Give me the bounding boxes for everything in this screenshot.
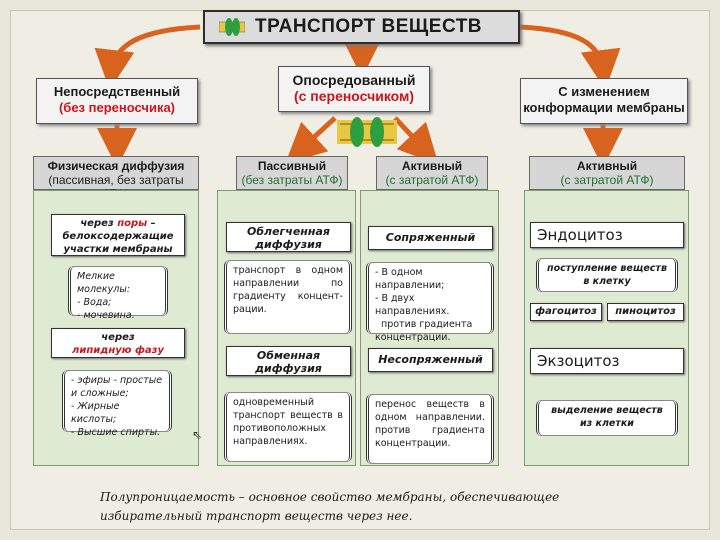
pores-red: поры bbox=[117, 218, 148, 229]
pores-post: – белоксодержащие участки мембраны bbox=[62, 218, 174, 255]
direct-box: Непосредственный (без переносчика) bbox=[36, 78, 198, 124]
lipid-list-item: - Жирные кислоты; bbox=[71, 401, 120, 425]
arrow-to-passive bbox=[285, 116, 337, 164]
active-right-header: Активный (с затратой АТФ) bbox=[529, 156, 685, 190]
lipid-red: липидную фазу bbox=[72, 345, 164, 356]
carrier-icon bbox=[337, 117, 397, 147]
mediated-label: Опосредованный bbox=[292, 72, 416, 88]
active-mid-header: Активный (с затратой АТФ) bbox=[376, 156, 488, 190]
arrow-to-direct bbox=[94, 24, 201, 90]
coupled-text-item: концентрации. bbox=[375, 332, 451, 343]
page-title: ТРАНСПОРТ ВЕЩЕСТВ bbox=[255, 16, 483, 37]
physical-label: Физическая диффузия bbox=[47, 159, 185, 173]
direct-label: Непосредственный bbox=[53, 84, 181, 99]
footer-note: Полупроницаемость – основное свойство ме… bbox=[100, 490, 560, 523]
small-molecules-list: Мелкие молекулы: - Вода; - мочевина. bbox=[68, 266, 168, 321]
membrane-icon bbox=[219, 18, 245, 36]
conformation-sublabel: конформации мембраны bbox=[523, 100, 685, 115]
facilitated-text: транспорт в одном направлении по градиен… bbox=[224, 260, 352, 334]
arrow-to-active-mid bbox=[393, 116, 439, 165]
facilitated-card: Облегченная диффузия bbox=[226, 222, 351, 252]
exchange-card: Обменная диффузия bbox=[226, 346, 351, 376]
pinocytosis-card: пиноцитоз bbox=[607, 303, 684, 321]
lipid-list-item: - эфиры - простые bbox=[71, 375, 163, 386]
passive-header: Пассивный (без затраты АТФ) bbox=[236, 156, 348, 190]
passive-sublabel: (без затраты АТФ) bbox=[241, 173, 343, 187]
pores-pre: через bbox=[80, 218, 118, 229]
coupled-text: - В одном направлении; - В двух направле… bbox=[366, 262, 494, 343]
pores-card: через поры – белоксодержащие участки мем… bbox=[51, 214, 185, 256]
lipid-pre: через bbox=[101, 332, 135, 343]
uncoupled-card: Несопряженный bbox=[368, 348, 493, 372]
active-right-label: Активный bbox=[576, 159, 638, 173]
coupled-text-item: - В одном направлении; bbox=[375, 267, 445, 291]
direct-sublabel: (без переносчика) bbox=[58, 100, 176, 115]
title-banner: ТРАНСПОРТ ВЕЩЕСТВ bbox=[203, 10, 520, 44]
coupled-text-item: - В двух направлениях. bbox=[375, 293, 450, 317]
conformation-box: С изменением конформации мембраны bbox=[520, 78, 688, 124]
physical-header: Физическая диффузия (пассивная, без затр… bbox=[33, 156, 199, 201]
small-molecules-item: - Вода; bbox=[77, 297, 112, 308]
cursor-icon: ⇖ bbox=[192, 428, 203, 442]
active-right-sublabel: (с затратой АТФ) bbox=[560, 173, 654, 187]
coupled-text-item: против градиента bbox=[381, 319, 473, 330]
phagocytosis-card: фагоцитоз bbox=[530, 303, 602, 321]
small-molecules-item: - мочевина. bbox=[77, 310, 135, 321]
lipid-list: - эфиры - простые и сложные; - Жирные ки… bbox=[62, 370, 172, 438]
exocytosis-card: Экзоцитоз bbox=[530, 348, 684, 374]
endocytosis-text: поступление веществ в клетку bbox=[536, 258, 678, 292]
small-molecules-item: Мелкие молекулы: bbox=[77, 271, 131, 295]
uncoupled-text: перенос веществ в одном направлении. про… bbox=[366, 394, 494, 464]
active-mid-label: Активный bbox=[401, 159, 463, 173]
arrow-to-conformation bbox=[519, 24, 621, 90]
passive-label: Пассивный bbox=[257, 159, 327, 173]
exchange-text: одновременный транспорт веществ в против… bbox=[224, 392, 352, 462]
endocytosis-card: Эндоцитоз bbox=[530, 222, 684, 248]
mediated-sublabel: (с переносчиком) bbox=[293, 88, 415, 104]
coupled-card: Сопряженный bbox=[368, 226, 493, 250]
lipid-list-item: - Высшие спирты. bbox=[71, 427, 161, 438]
exocytosis-text: выделение веществ из клетки bbox=[536, 400, 678, 436]
lipid-list-item: и сложные; bbox=[71, 388, 129, 399]
conformation-label: С изменением bbox=[558, 84, 650, 99]
mediated-box: Опосредованный (с переносчиком) bbox=[278, 66, 430, 112]
lipid-card: через липидную фазу bbox=[51, 328, 185, 358]
active-mid-sublabel: (с затратой АТФ) bbox=[385, 173, 479, 187]
